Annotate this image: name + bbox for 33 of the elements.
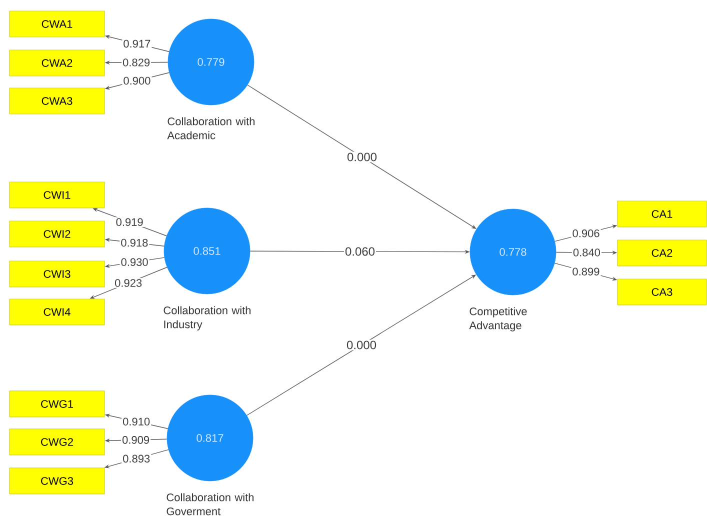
edge-label: 0.910 [122,418,150,426]
edge-label: 0.060 [345,247,375,256]
edge-label: 0.906 [572,229,600,238]
indicator-box: CWG2 [9,428,105,456]
construct-label: Collaboration with Academic [167,117,254,140]
indicator-box: CA1 [617,200,707,228]
indicator-box: CWI2 [9,220,105,248]
edge-label: 0.918 [121,238,148,247]
edge-label: 0.840 [573,248,600,256]
edge-label: 0.909 [122,436,150,444]
construct-label: Collaboration with Industry [164,306,250,330]
indicator-box: CWA2 [9,50,105,76]
construct-label: Competitive Advantage [469,307,527,332]
indicator-box: CWI4 [9,298,105,326]
edge-label: 0.919 [116,218,143,226]
edge-label: 0.000 [346,340,376,350]
indicator-box: CA2 [617,240,707,266]
edge-label: 0.893 [123,454,150,463]
edge-label: 0.899 [572,268,600,276]
indicator-box: CWA1 [9,10,105,38]
edge-label: 0.829 [122,58,150,66]
edge-label: 0.900 [124,76,150,85]
indicator-box: CWA3 [9,88,105,114]
indicator-box: CWI1 [9,182,105,208]
construct-label: Collaboration with Goverment [166,493,254,516]
indicator-box: CA3 [617,278,707,306]
indicator-box: CWG3 [9,468,105,494]
edge-label: 0.917 [124,40,150,48]
edge-label: 0.930 [121,258,148,266]
indicator-box: CWG1 [9,390,105,418]
indicator-box: CWI3 [9,260,105,288]
edge-label: 0.000 [347,152,377,162]
edge-label: 0.923 [115,279,142,287]
